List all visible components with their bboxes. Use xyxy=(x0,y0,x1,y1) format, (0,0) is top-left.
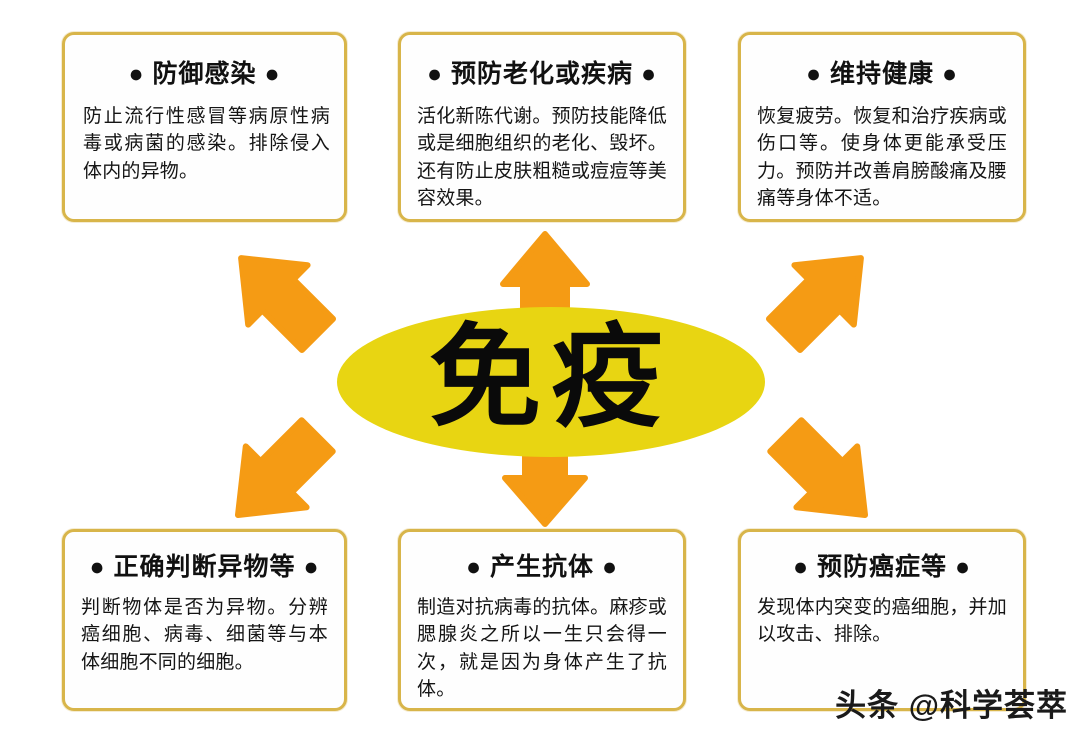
info-box-prevent-cancer: ● 预防癌症等 ● 发现体内突变的癌细胞，并加以攻击、排除。 xyxy=(738,529,1026,711)
info-box-defend-infection: ● 防御感染 ● 防止流行性感冒等病原性病毒或病菌的感染。排除侵入体内的异物。 xyxy=(62,32,347,222)
info-box-maintain-health: ● 维持健康 ● 恢复疲劳。恢复和治疗疾病或伤口等。使身体更能承受压力。预防并改… xyxy=(738,32,1026,222)
arrow-down-left-icon xyxy=(212,408,347,540)
info-box-title: ● 预防老化或疾病 ● xyxy=(426,60,658,88)
info-box-body: 制造对抗病毒的抗体。麻疹或腮腺炎之所以一生只会得一次，就是因为身体产生了抗体。 xyxy=(417,596,667,701)
info-box-body: 判断物体是否为异物。分辨癌细胞、病毒、细菌等与本体细胞不同的细胞。 xyxy=(81,596,328,673)
info-box-title: ● 预防癌症等 ● xyxy=(792,553,972,581)
info-box-title: ● 维持健康 ● xyxy=(805,60,959,88)
arrow-up-right-icon xyxy=(760,232,885,362)
arrow-up-left-icon xyxy=(218,232,343,362)
info-box-identify-foreign-bodies: ● 正确判断异物等 ● 判断物体是否为异物。分辨癌细胞、病毒、细菌等与本体细胞不… xyxy=(62,529,347,711)
info-box-body: 防止流行性感冒等病原性病毒或病菌的感染。排除侵入体内的异物。 xyxy=(83,105,330,182)
center-label: 免疫 xyxy=(429,315,673,440)
info-box-produce-antibodies: ● 产生抗体 ● 制造对抗病毒的抗体。麻疹或腮腺炎之所以一生只会得一次，就是因为… xyxy=(398,529,686,711)
info-box-title: ● 正确判断异物等 ● xyxy=(89,553,320,581)
info-box-title: ● 产生抗体 ● xyxy=(465,553,619,581)
arrow-down-right-icon xyxy=(757,408,892,540)
info-box-body: 恢复疲劳。恢复和治疗疾病或伤口等。使身体更能承受压力。预防并改善肩膀酸痛及腰痛等… xyxy=(757,105,1007,210)
info-box-body: 发现体内突变的癌细胞，并加以攻击、排除。 xyxy=(757,596,1007,646)
watermark-text: 头条 @科学荟萃 xyxy=(835,688,1068,723)
center-node: 免疫 xyxy=(337,307,765,457)
info-box-prevent-aging-disease: ● 预防老化或疾病 ● 活化新陈代谢。预防技能降低或是细胞组织的老化、毁坏。还有… xyxy=(398,32,686,222)
info-box-title: ● 防御感染 ● xyxy=(128,60,281,88)
info-box-body: 活化新陈代谢。预防技能降低或是细胞组织的老化、毁坏。还有防止皮肤粗糙或痘痘等美容… xyxy=(417,105,667,210)
